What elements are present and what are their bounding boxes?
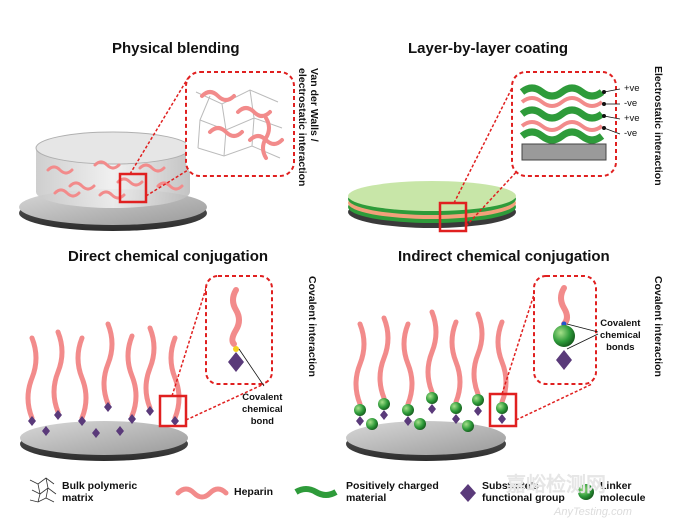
legend-label-heparin: Heparin	[234, 486, 274, 498]
lbl-side-label: Electrostatic interaction	[652, 66, 664, 186]
indirect-side-label: Covalent interaction	[652, 276, 664, 377]
charge-label-3: +ve	[624, 113, 640, 124]
heparin-chains-physical	[200, 90, 284, 160]
direct-zoom-box	[158, 394, 188, 428]
direct-side-label: Covalent interaction	[306, 276, 318, 377]
physical-title: Physical blending	[112, 40, 240, 57]
green-chain-icon	[294, 486, 338, 498]
direct-heparin-chains	[25, 321, 182, 421]
zoom-region-box	[118, 172, 148, 204]
lbl-zoom-box	[438, 201, 468, 233]
lbl-substrate-slab	[521, 143, 607, 161]
lbl-coated-disc	[348, 181, 516, 211]
direct-callout-label: Covalent chemical bond	[242, 392, 283, 427]
physical-side-label: Van der Walls / electrostatic interactio…	[296, 68, 320, 187]
lbl-panel	[348, 71, 621, 233]
charge-label-1: +ve	[624, 83, 640, 94]
direct-substrate-disc	[20, 421, 188, 455]
indirect-zoom-box	[488, 392, 518, 428]
heparin-icon	[175, 486, 229, 500]
green-sphere-icon	[578, 484, 594, 500]
mesh-network	[195, 89, 283, 159]
legend-label-linker: Linker molecule	[600, 480, 646, 504]
direct-functional-groups	[28, 402, 179, 438]
indirect-callout-linker	[553, 325, 575, 347]
diamond-icon	[460, 484, 476, 502]
lbl-title: Layer-by-layer coating	[408, 40, 569, 57]
legend-label-matrix: Bulk polymeric matrix	[62, 480, 138, 504]
watermark-cn: 嘉峪检测网	[506, 474, 606, 496]
direct-title: Direct chemical conjugation	[68, 248, 269, 265]
indirect-heparin-chains	[353, 309, 509, 407]
charge-label-2: -ve	[624, 98, 638, 109]
mesh-icon	[29, 477, 57, 503]
direct-callout-diamond	[228, 352, 244, 372]
charge-label-4: -ve	[624, 128, 638, 139]
watermark-en: AnyTesting.com	[554, 506, 632, 518]
legend-label-positive: Positively charged material	[346, 480, 439, 504]
direct-panel	[20, 275, 273, 461]
lbl-layers	[519, 84, 605, 144]
legend-label-functional: Substrate's functional group	[482, 480, 565, 504]
polymer-matrix-top	[35, 131, 191, 165]
indirect-linker-spheres	[354, 392, 508, 432]
legend	[29, 477, 594, 503]
indirect-callout-label: Covalent chemical bonds	[600, 318, 641, 353]
indirect-callout-diamond	[556, 350, 572, 370]
indirect-panel	[346, 275, 599, 461]
physical-blending-panel	[19, 71, 295, 231]
indirect-title: Indirect chemical conjugation	[398, 248, 610, 265]
